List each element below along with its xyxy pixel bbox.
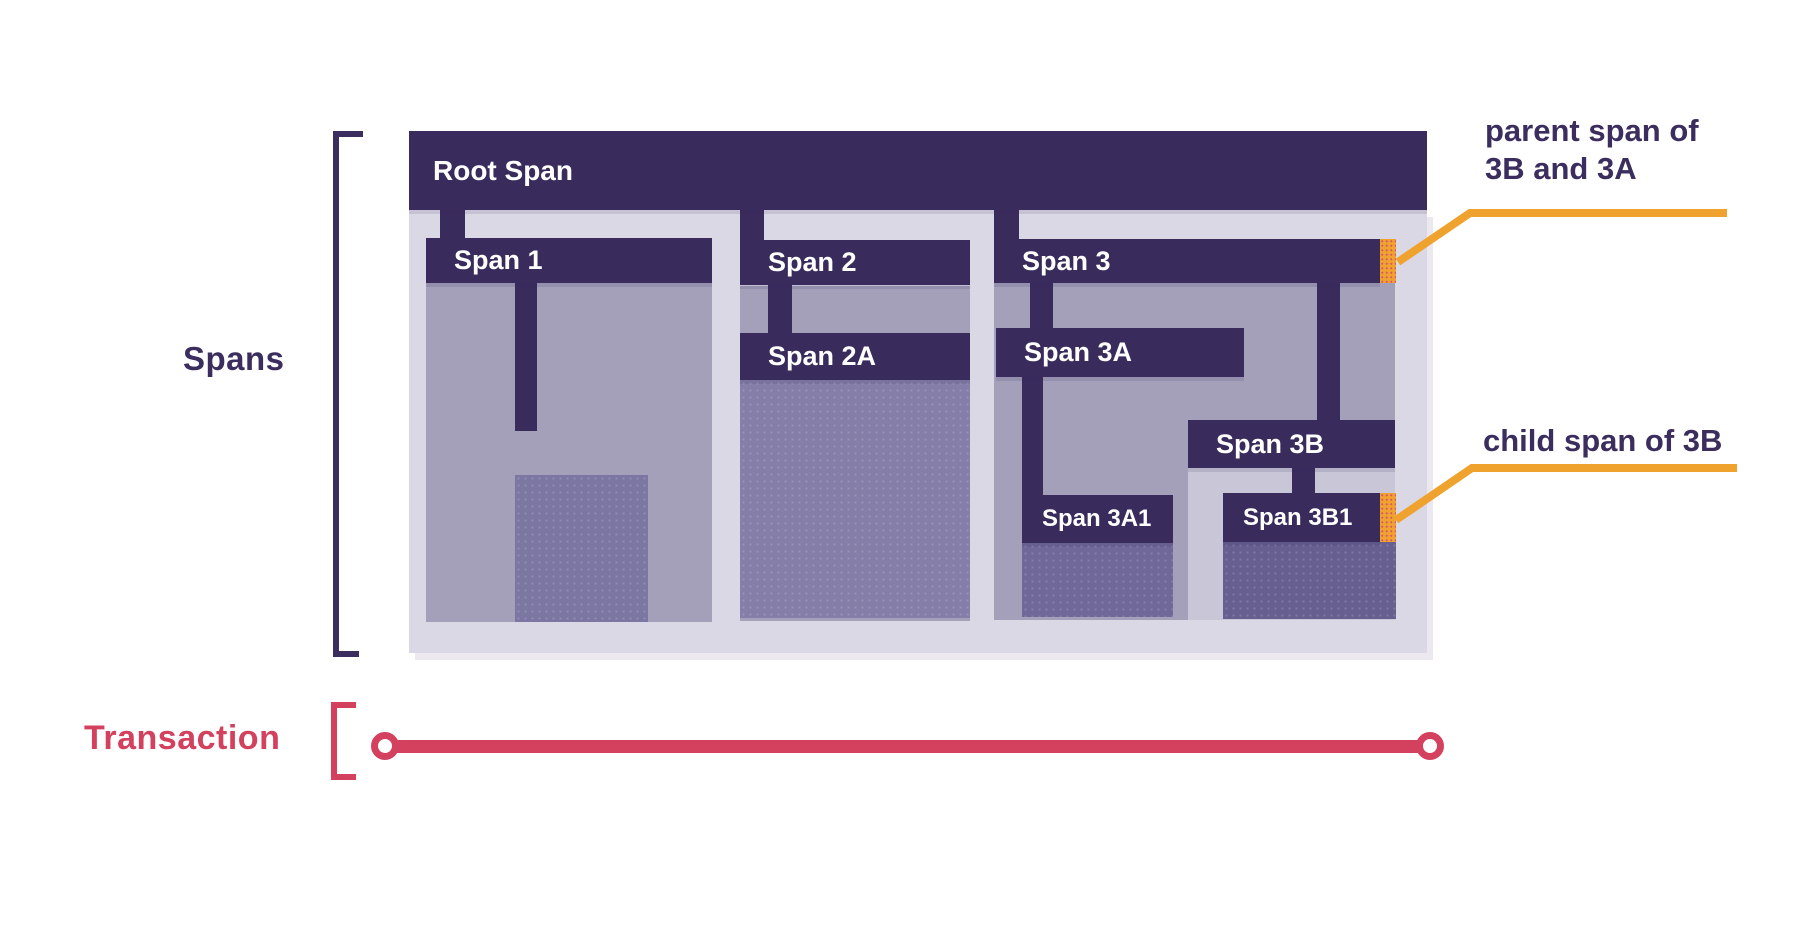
connector-span2-to-span2a xyxy=(768,283,792,336)
connector-root-to-span3 xyxy=(994,208,1019,244)
root-span-bar: Root Span xyxy=(409,131,1427,210)
child-annotation-text: child span of 3B xyxy=(1483,423,1723,458)
transaction-bracket-tick-bottom xyxy=(331,774,356,780)
span-2a-body xyxy=(740,380,970,618)
parent-annotation-line1: parent span of xyxy=(1485,113,1699,148)
connector-span3a-to-span3a1 xyxy=(1022,375,1043,497)
parent-annotation-line xyxy=(1395,209,1727,266)
root-span-label: Root Span xyxy=(433,154,573,186)
span-3a1-bar: Span 3A1 xyxy=(1022,495,1173,543)
transaction-bracket-tick-top xyxy=(331,702,356,708)
connector-span3-to-span3b xyxy=(1317,281,1340,423)
transaction-label: Transaction xyxy=(84,719,281,757)
parent-annotation-line2: 3B and 3A xyxy=(1485,151,1637,186)
span-3a-bar: Span 3A xyxy=(996,328,1244,377)
span-3b-bar: Span 3B xyxy=(1188,420,1395,468)
span-3-bar: Span 3 xyxy=(994,239,1380,283)
timeline-start-circle xyxy=(371,732,399,760)
span-3b1-body xyxy=(1223,542,1396,619)
span-3a-label: Span 3A xyxy=(1024,337,1133,367)
transaction-timeline xyxy=(397,740,1419,753)
span-3a1-label: Span 3A1 xyxy=(1042,505,1152,532)
span-3b1-child-marker xyxy=(1380,493,1396,542)
parent-annotation-text: parent span of 3B and 3A xyxy=(1485,112,1699,188)
spans-label: Spans xyxy=(183,340,285,377)
connector-span1-to-span1a xyxy=(515,281,537,431)
timeline-end-circle xyxy=(1416,732,1444,760)
connector-span3-to-span3a xyxy=(1030,281,1053,331)
transaction-bracket-line xyxy=(331,702,337,780)
span-3b1-label: Span 3B1 xyxy=(1243,503,1353,531)
spans-bracket-line xyxy=(333,131,339,657)
span-1-label: Span 1 xyxy=(454,245,543,275)
span-3a1-body xyxy=(1022,543,1173,617)
spans-bracket-tick-top xyxy=(333,131,363,137)
span-2-bar: Span 2 xyxy=(740,240,970,285)
span-2-label: Span 2 xyxy=(768,247,857,277)
spans-bracket-tick-bottom xyxy=(333,651,359,657)
span-1-bar: Span 1 xyxy=(426,238,712,283)
connector-span3b-to-span3b1 xyxy=(1292,466,1315,496)
span-3-parent-marker xyxy=(1380,239,1396,283)
child-annotation-line xyxy=(1393,464,1737,524)
connector-root-to-span1 xyxy=(440,208,465,242)
span-3b1-bar: Span 3B1 xyxy=(1223,493,1380,542)
connector-root-to-span2 xyxy=(740,208,764,244)
span-3-label: Span 3 xyxy=(1022,245,1111,276)
span-3b-label: Span 3B xyxy=(1216,428,1325,459)
span-2a-bar: Span 2A xyxy=(740,333,970,380)
span-1a-body xyxy=(515,475,648,622)
span-2a-label: Span 2A xyxy=(768,341,877,371)
